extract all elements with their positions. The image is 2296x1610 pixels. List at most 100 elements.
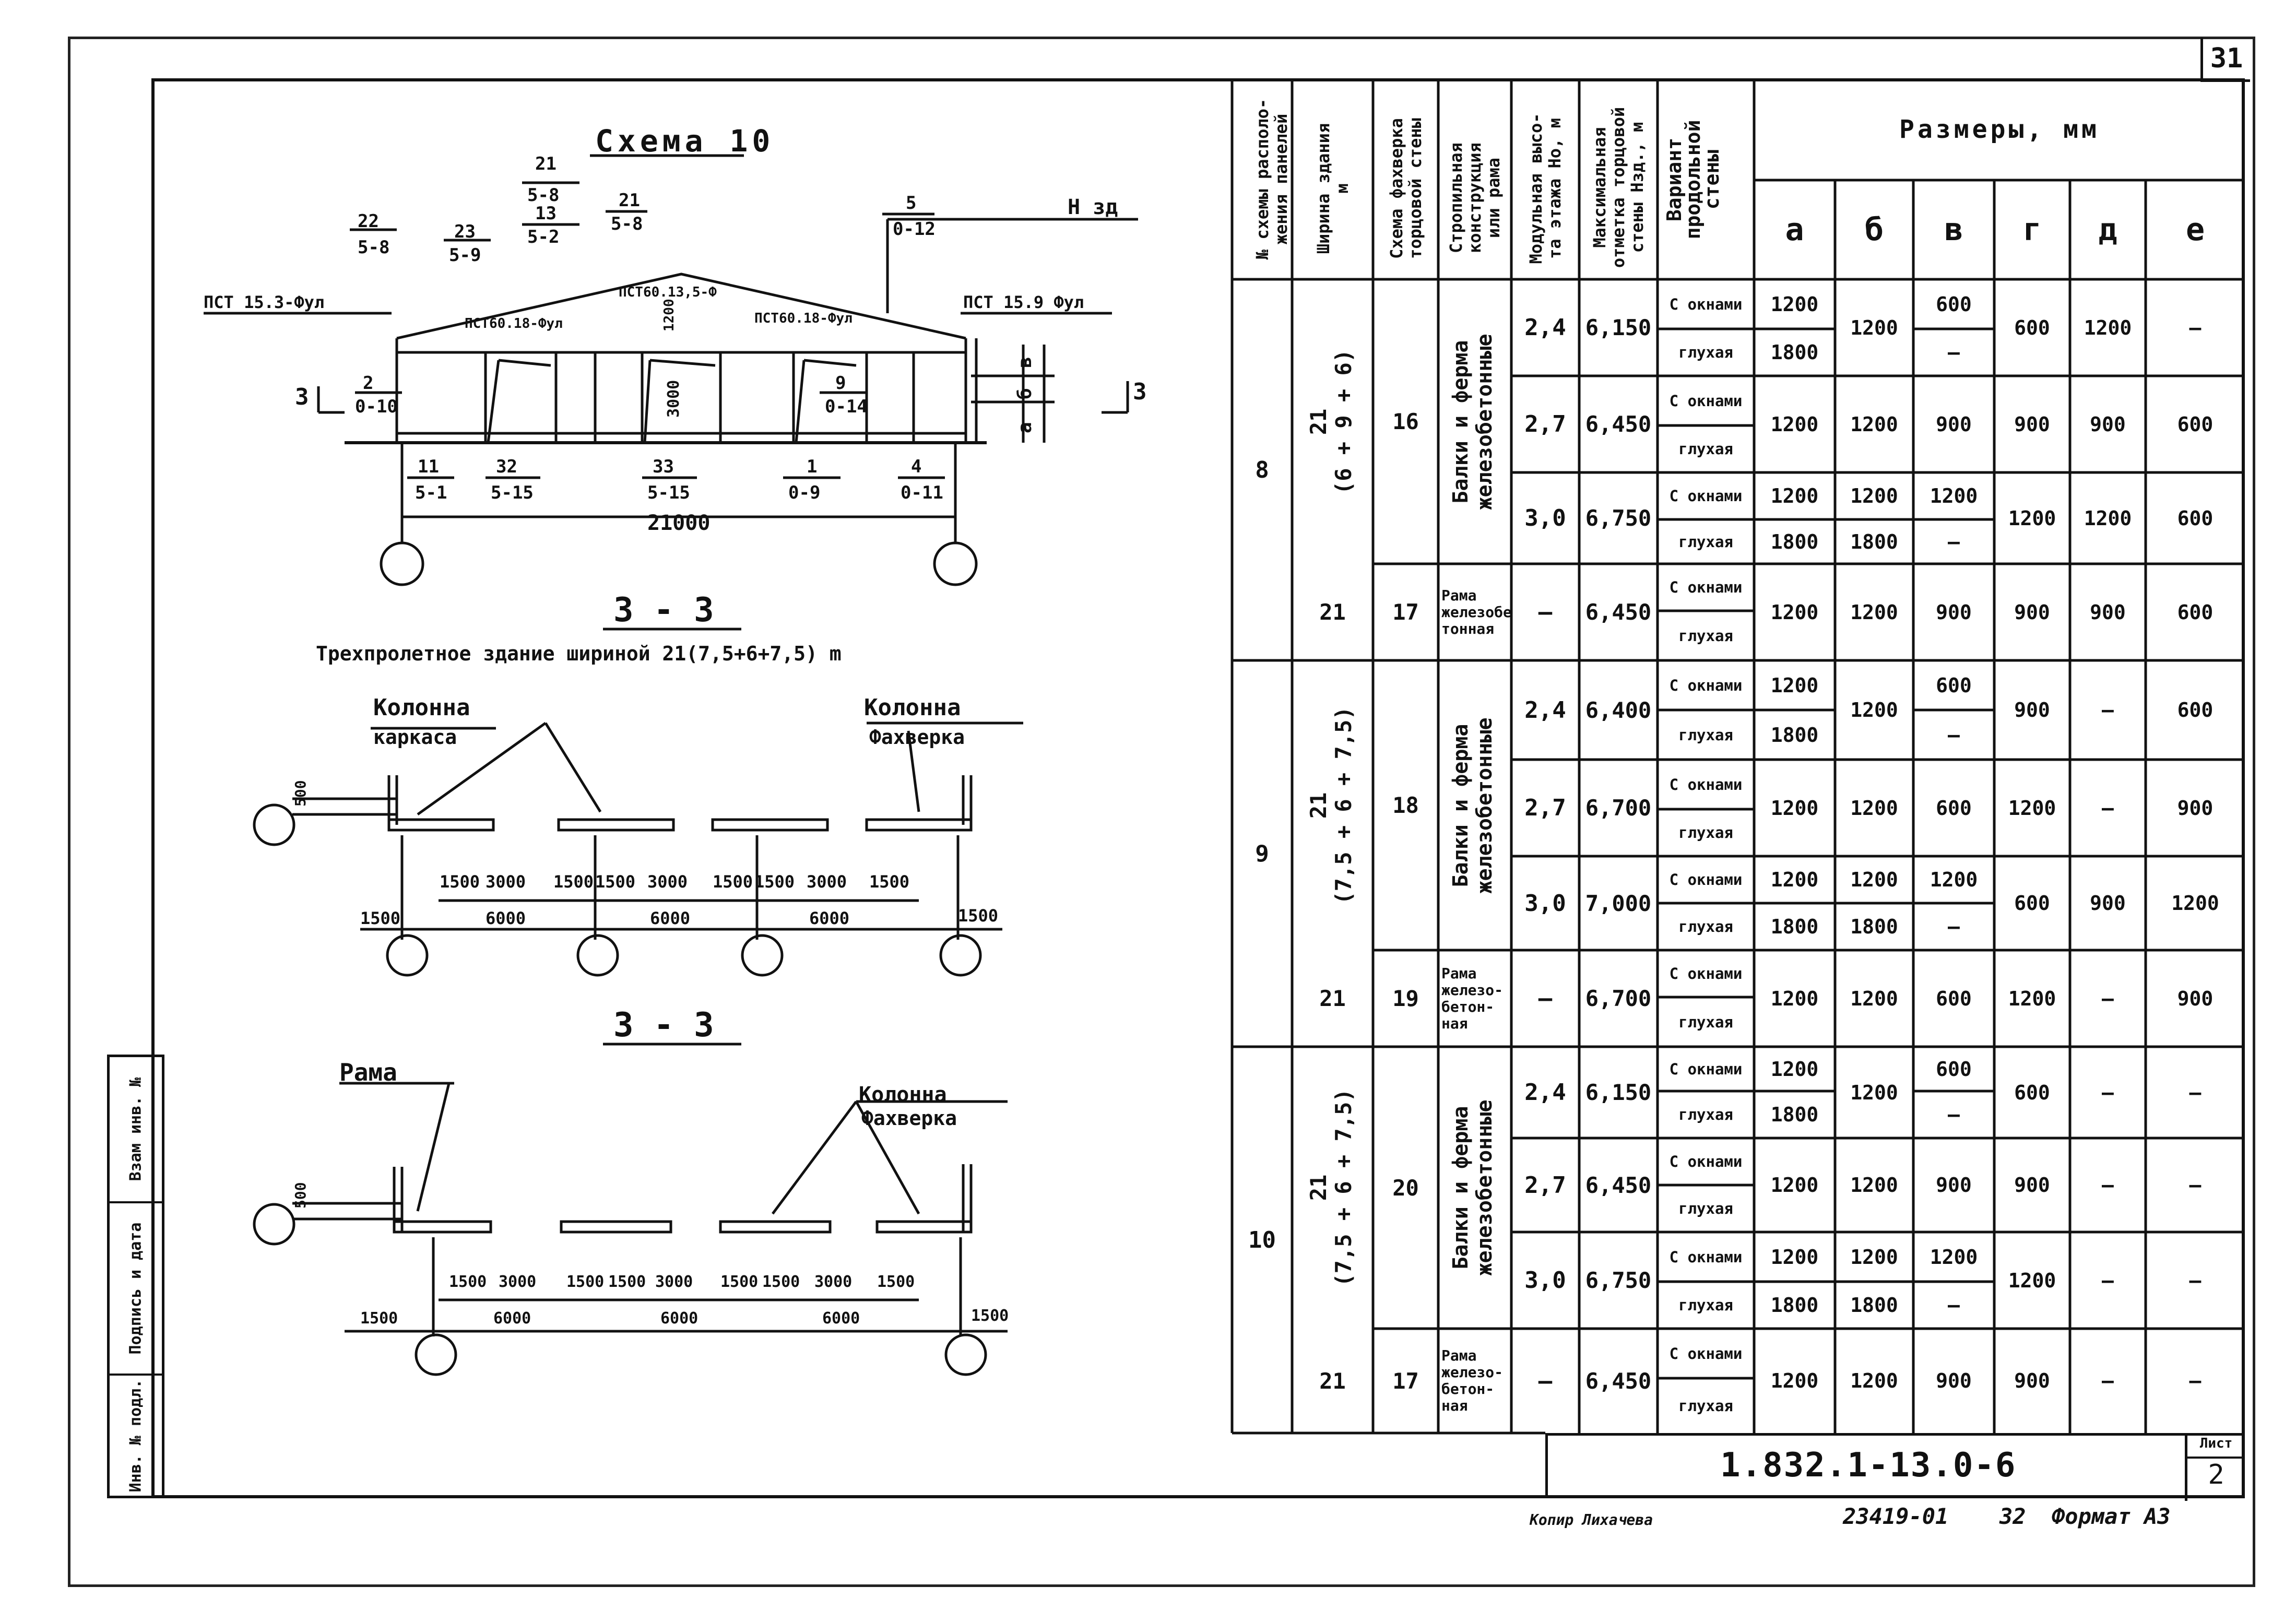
size-a: 1200 xyxy=(1770,292,1819,316)
pst-label-mid1: ПСТ60.18-Фул xyxy=(465,316,563,332)
wall-mark: 6,150 xyxy=(1585,315,1652,340)
rafter-construction: Балки и ферма железобетонные xyxy=(1449,333,1497,510)
size-g: 600 xyxy=(2014,316,2050,339)
size-v: 600 xyxy=(1936,796,1972,820)
section2-label-right-2: Фахверка xyxy=(861,1107,957,1130)
panel xyxy=(387,818,495,832)
callout-num: 13 xyxy=(535,203,557,224)
wall-variant-blind: глухая xyxy=(1678,532,1733,551)
size-v: 1200 xyxy=(1930,1245,1978,1269)
wall-variant-blind: глухая xyxy=(1678,1396,1733,1415)
dim-label: 3000 xyxy=(486,872,526,892)
wall-mark: 6,750 xyxy=(1585,505,1652,531)
frame-construction: Рама железо- бетон- ная xyxy=(1441,964,1504,1032)
header-width: Ширина здания м xyxy=(1313,123,1352,254)
size-b: 1200 xyxy=(1850,868,1898,891)
callout-code: 5-1 xyxy=(415,482,447,503)
size-b: 1200 xyxy=(1850,1081,1898,1104)
dim-label: 1500 xyxy=(762,1273,800,1291)
size-e: 600 xyxy=(2177,506,2214,530)
header-height: Модульная высо- та этажа Но, м xyxy=(1526,113,1565,264)
sheet-border xyxy=(68,37,2255,1587)
size-a: 1200 xyxy=(1770,673,1819,697)
dim-label: 1500 xyxy=(971,1307,1009,1325)
size-e: — xyxy=(2189,1174,2202,1197)
dim-label: 6000 xyxy=(822,1309,860,1328)
dim-v-label: в xyxy=(1014,357,1036,368)
size-d: 900 xyxy=(2090,600,2126,624)
size-e: 600 xyxy=(2177,699,2214,721)
section2-label-right-1: Колонна xyxy=(859,1083,947,1107)
dim-b-label: б xyxy=(1014,388,1036,399)
header-scheme-num: № схемы располо- жения панелей xyxy=(1252,98,1291,260)
size-g: 600 xyxy=(2014,892,2050,915)
left-stamp: Взам инв. № Подпись и дата Инв. № подл. xyxy=(107,1055,164,1498)
door-line xyxy=(487,360,500,443)
size-a: 1200 xyxy=(1770,796,1819,820)
callout-code: 5-15 xyxy=(647,482,690,503)
section-mark-left-label: 3 xyxy=(295,384,309,410)
leader xyxy=(544,722,602,813)
size-a: 1200 xyxy=(1770,484,1819,507)
wall-variant-blind: глухая xyxy=(1678,1106,1733,1123)
drawings: Схема 10 Н зд 21000 ПСТ 15.3-Фул ПСТ 15.… xyxy=(204,123,1147,1376)
fach-scheme: 17 xyxy=(1392,599,1419,625)
dim-label: 6000 xyxy=(809,908,849,928)
size-g: 900 xyxy=(2014,1174,2050,1197)
leader xyxy=(771,1100,858,1215)
sheet-label: Лист xyxy=(2187,1436,2245,1459)
callout-code: 5-2 xyxy=(527,227,559,247)
leader xyxy=(416,1083,451,1212)
callout-num: 22 xyxy=(358,211,379,232)
wall-variant-blind: глухая xyxy=(1678,626,1733,645)
size-e: 600 xyxy=(2177,412,2214,436)
fach-scheme: 17 xyxy=(1392,1368,1419,1394)
floor-height: 2,4 xyxy=(1524,696,1566,724)
rafter-construction: Балки и ферма железобетонные xyxy=(1449,1099,1497,1276)
size-g: 900 xyxy=(2014,699,2050,721)
section1-title: 3 - 3 xyxy=(613,591,714,630)
grid-axis-circle xyxy=(253,1203,295,1246)
callout-code: 5-8 xyxy=(527,185,559,206)
footer-format: Формат А3 xyxy=(2052,1504,2171,1529)
size-e: — xyxy=(2189,1081,2202,1104)
size-d: — xyxy=(2102,699,2114,721)
building-width: 21 xyxy=(1319,986,1346,1011)
size-a: 1200 xyxy=(1770,987,1819,1010)
table-grid xyxy=(1230,78,2245,1435)
dim-label: 1500 xyxy=(595,872,635,892)
frame-construction: Рама железо- бетон- ная xyxy=(1441,1347,1504,1414)
building-width: 21 xyxy=(1319,1368,1346,1394)
panel xyxy=(711,818,829,832)
section1-dim-500: 500 xyxy=(292,780,309,807)
dim-label: 1500 xyxy=(754,872,795,892)
callout-code: 0-14 xyxy=(825,396,868,417)
size-e: — xyxy=(2189,1269,2202,1292)
wall-mark: 6,450 xyxy=(1585,1172,1652,1198)
fach-scheme: 19 xyxy=(1392,986,1419,1011)
size-g: 600 xyxy=(2014,1081,2050,1104)
callout-code: 0-11 xyxy=(901,482,943,503)
size-b: 1200 xyxy=(1850,600,1898,624)
pst-label-mid2: ПСТ60.13,5-Ф xyxy=(619,285,717,300)
size-d: — xyxy=(2102,987,2114,1010)
size-g: 1200 xyxy=(2008,506,2056,530)
wall-variant-windows: С окнами xyxy=(1669,676,1743,694)
size-a: 1800 xyxy=(1770,723,1819,747)
pst-label-mid3: ПСТ60.18-Фул xyxy=(754,311,853,326)
footer-num: 32 xyxy=(1999,1504,2026,1529)
header-fach: Схема фахверка торцовой стены xyxy=(1387,118,1425,259)
floor-height: — xyxy=(1538,1367,1553,1394)
size-e: 600 xyxy=(2177,600,2214,624)
wall-variant-windows: С окнами xyxy=(1669,1344,1743,1363)
dim-label: 3000 xyxy=(647,872,688,892)
wall-variant-windows: С окнами xyxy=(1669,871,1743,889)
size-d: 1200 xyxy=(2084,316,2132,339)
scheme-number: 9 xyxy=(1255,840,1269,867)
grid-axis-circle xyxy=(741,934,784,977)
callout-num: 21 xyxy=(619,190,640,211)
dim-label: 3000 xyxy=(807,872,847,892)
size-a: 1200 xyxy=(1770,1245,1819,1269)
grid-axis-circle xyxy=(415,1333,457,1376)
hzd-label: Н зд xyxy=(1068,195,1118,219)
